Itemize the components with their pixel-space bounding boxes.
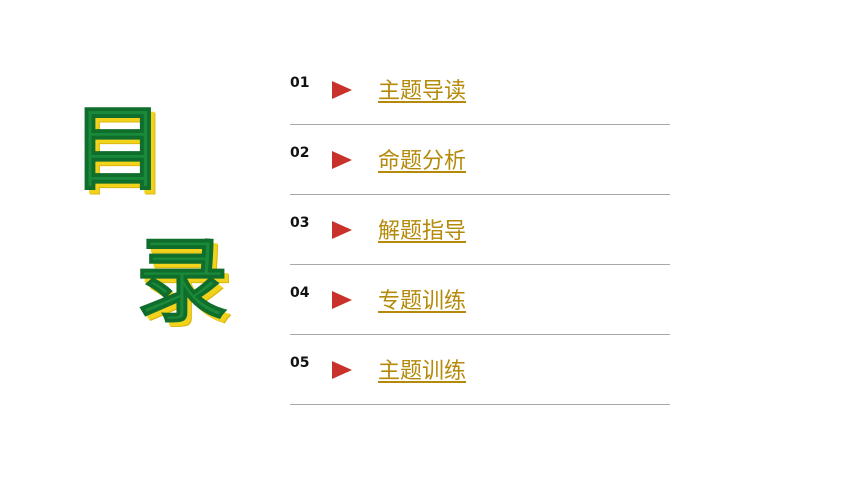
play-arrow-icon bbox=[332, 81, 352, 99]
title-char-mu: 目 bbox=[71, 96, 165, 203]
toc-item-number: 01 bbox=[290, 75, 310, 91]
toc-item-number: 04 bbox=[290, 285, 310, 301]
toc-link-special-training[interactable]: 专题训练 bbox=[378, 289, 467, 314]
toc-item-number: 03 bbox=[290, 215, 310, 231]
toc-link-proposition-analysis[interactable]: 命题分析 bbox=[378, 149, 467, 174]
toc-item-number: 05 bbox=[290, 355, 310, 371]
toc-link-theme-intro[interactable]: 主题导读 bbox=[378, 79, 467, 104]
toc-item-5[interactable]: 05 主题训练 bbox=[290, 335, 670, 405]
play-arrow-icon bbox=[332, 291, 352, 309]
toc-item-4[interactable]: 04 专题训练 bbox=[290, 265, 670, 335]
play-arrow-icon bbox=[332, 361, 352, 379]
play-arrow-icon bbox=[332, 151, 352, 169]
toc-item-1[interactable]: 01 主题导读 bbox=[290, 55, 670, 125]
play-arrow-icon bbox=[332, 221, 352, 239]
toc-link-solving-guide[interactable]: 解题指导 bbox=[378, 219, 467, 244]
toc-item-2[interactable]: 02 命题分析 bbox=[290, 125, 670, 195]
toc-item-3[interactable]: 03 解题指导 bbox=[290, 195, 670, 265]
toc-menu: 01 主题导读 02 命题分析 03 解题指导 04 专题训练 05 主题训练 bbox=[290, 55, 670, 405]
toc-link-theme-training[interactable]: 主题训练 bbox=[378, 359, 467, 384]
toc-item-number: 02 bbox=[290, 145, 310, 161]
title-char-lu: 录 bbox=[135, 228, 229, 335]
